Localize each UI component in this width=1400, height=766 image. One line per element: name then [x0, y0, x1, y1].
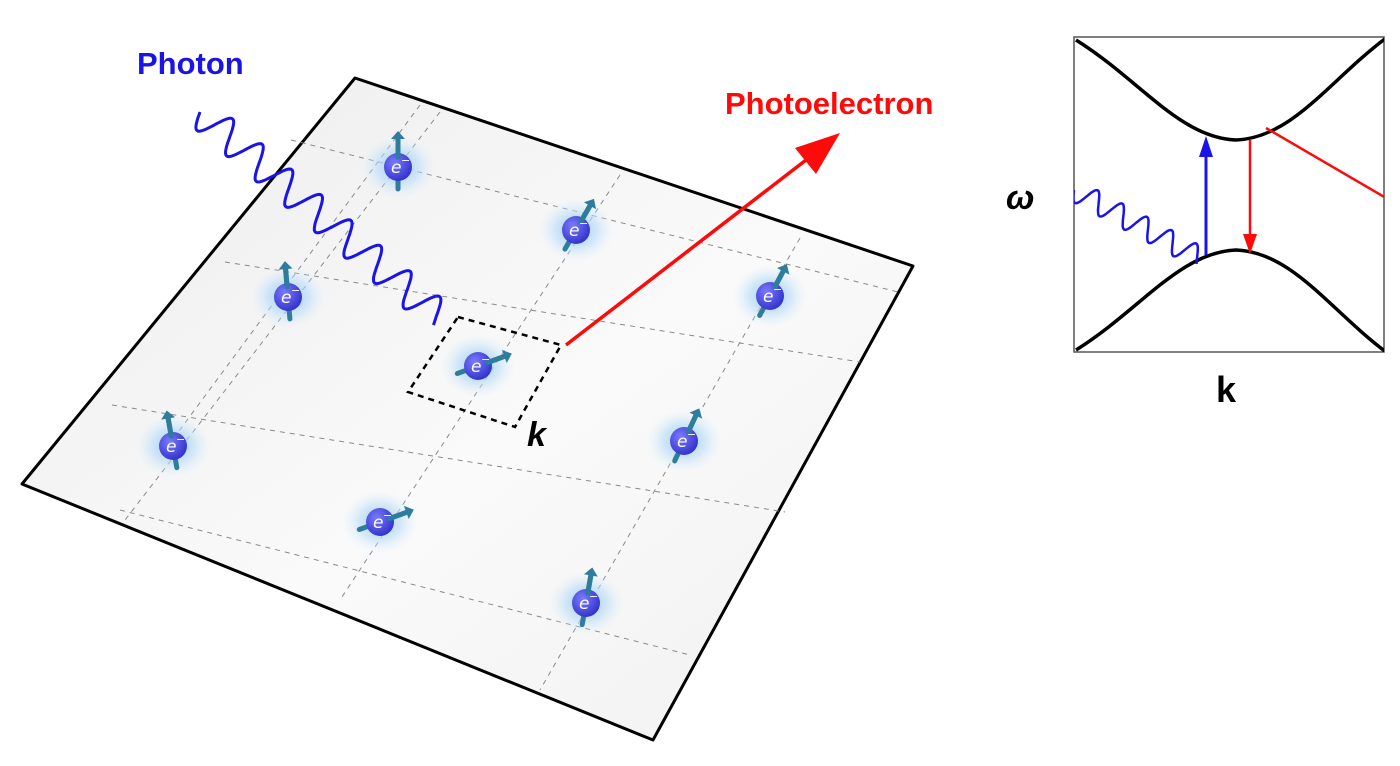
emission-line — [1265, 126, 1384, 199]
inset-photon-wave — [1074, 188, 1200, 265]
electron-charge: − — [291, 284, 300, 297]
conduction-band — [1075, 37, 1384, 142]
photon-label: Photon — [137, 46, 244, 81]
electron: e− — [135, 410, 211, 478]
electron-symbol: e — [281, 288, 291, 308]
k-site-box — [406, 315, 563, 429]
photoelectron-arrow — [564, 133, 840, 347]
electron: e− — [440, 334, 516, 398]
electron: e− — [732, 264, 808, 328]
electron-charge: − — [579, 217, 588, 230]
electron-charge: − — [383, 509, 392, 522]
electron-ball — [562, 216, 590, 244]
electron: e− — [538, 198, 614, 262]
electron: e− — [360, 131, 436, 199]
electron-charge: − — [589, 590, 598, 603]
electron: e− — [342, 490, 418, 554]
electron-symbol: e — [677, 432, 687, 452]
photon-wave — [194, 111, 443, 326]
electron-charge: − — [481, 353, 490, 366]
valence-band — [1075, 248, 1384, 352]
electron-ball — [572, 589, 600, 617]
electron-symbol: e — [391, 158, 401, 178]
lattice-plane — [20, 76, 915, 742]
electron-ball — [670, 427, 698, 455]
photoelectron-label: Photoelectron — [725, 86, 933, 121]
electron: e− — [548, 567, 624, 635]
electron-charge: − — [687, 428, 696, 441]
electron-symbol: e — [471, 357, 481, 377]
electron-charge: − — [176, 433, 185, 446]
electron-lattice: e−e−e−e−e−e−e−e−e− — [135, 131, 808, 635]
omega-axis-label: ω — [1006, 179, 1034, 217]
electron-ball — [384, 153, 412, 181]
electron: e− — [646, 408, 722, 473]
k-site-label: k — [527, 416, 548, 454]
electron-ball — [756, 282, 784, 310]
electron: e− — [250, 261, 326, 329]
electron-symbol: e — [579, 594, 589, 614]
k-axis-label: k — [1216, 369, 1237, 410]
electron-ball — [366, 508, 394, 536]
band-structure-inset — [1073, 36, 1385, 353]
electron-symbol: e — [373, 513, 383, 533]
electron-symbol: e — [569, 221, 579, 241]
electron-charge: − — [401, 154, 410, 167]
electron-symbol: e — [166, 437, 176, 457]
electron-symbol: e — [763, 287, 773, 307]
electron-charge: − — [773, 283, 782, 296]
electron-ball — [159, 432, 187, 460]
electron-ball — [464, 352, 492, 380]
electron-ball — [274, 283, 302, 311]
